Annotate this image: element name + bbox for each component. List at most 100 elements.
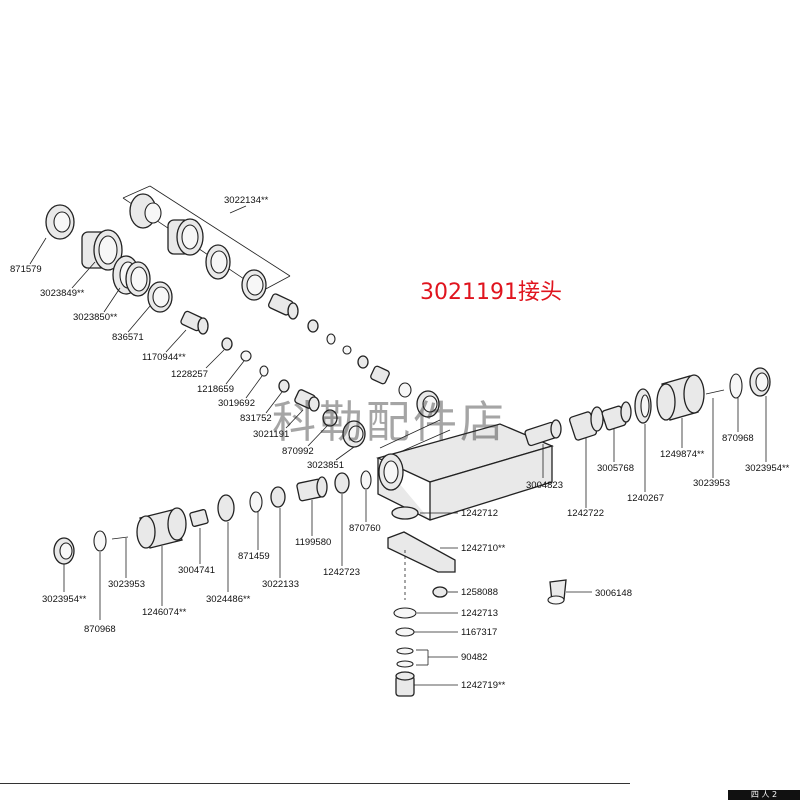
label-1242712: 1242712 xyxy=(461,508,498,519)
label-3006148: 3006148 xyxy=(595,588,632,599)
kit-seal-4 xyxy=(357,355,369,369)
part-870992 xyxy=(322,409,338,427)
label-870992: 870992 xyxy=(282,446,314,457)
part-870968 xyxy=(729,373,743,399)
label-1242722: 1242722 xyxy=(567,508,604,519)
part-3023953-pin xyxy=(705,389,725,395)
part-3019692 xyxy=(259,365,269,377)
label-1242713: 1242713 xyxy=(461,608,498,619)
label-3004741: 3004741 xyxy=(178,565,215,576)
label-1242719: 1242719** xyxy=(461,680,506,691)
kit-part-cap xyxy=(129,193,162,229)
part-1167317 xyxy=(395,627,415,637)
label-3023954: 3023954** xyxy=(745,463,790,474)
part-1242712 xyxy=(391,506,419,520)
spout-stack xyxy=(387,506,567,697)
part-836571 xyxy=(147,281,173,313)
part-3024486 xyxy=(217,494,235,522)
label-1228257: 1228257 xyxy=(171,369,208,380)
part-labels: 871579 3023849** 3023850** 836571 117094… xyxy=(10,195,790,691)
label-3022133: 3022133 xyxy=(262,579,299,590)
part-1242719 xyxy=(395,671,415,697)
part-1170944 xyxy=(180,310,209,335)
part-1242710 xyxy=(387,531,456,573)
part-870968-left xyxy=(93,530,107,552)
label-3023851: 3023851 xyxy=(307,460,344,471)
part-3004741 xyxy=(189,508,209,528)
kit-seal-2 xyxy=(326,333,336,345)
part-3023849 xyxy=(81,229,123,271)
kit-part-ring xyxy=(205,244,231,280)
part-3023850 xyxy=(112,255,151,297)
kit-washer xyxy=(398,382,412,398)
highlight-part-label: 3021191接头 xyxy=(420,280,562,305)
kit-part-small-ring xyxy=(241,269,267,301)
part-1246074 xyxy=(136,507,187,549)
part-3004823 xyxy=(524,419,562,447)
label-831752: 831752 xyxy=(240,413,272,424)
label-1167317: 1167317 xyxy=(461,627,497,638)
part-1242723 xyxy=(334,472,350,494)
label-3023850: 3023850** xyxy=(73,312,118,323)
part-1199580 xyxy=(296,476,328,502)
lower-left-assembly xyxy=(53,470,372,565)
label-3005768: 3005768 xyxy=(597,463,634,474)
label-3023849: 3023849** xyxy=(40,288,85,299)
part-3022133 xyxy=(270,486,286,508)
label-1249874: 1249874** xyxy=(660,449,705,460)
label-3023953-left: 3023953 xyxy=(108,579,145,590)
label-870968-left: 870968 xyxy=(84,624,116,635)
label-871459: 871459 xyxy=(238,551,270,562)
part-3023953-left-pin xyxy=(111,536,129,540)
part-3006148 xyxy=(547,579,567,605)
label-1242710: 1242710** xyxy=(461,543,506,554)
label-3022134: 3022134** xyxy=(224,195,269,206)
label-1246074: 1246074** xyxy=(142,607,187,618)
part-871459 xyxy=(249,491,263,513)
part-1258088 xyxy=(432,586,448,598)
part-870760 xyxy=(360,470,372,490)
part-1228257 xyxy=(221,337,233,351)
part-3005768 xyxy=(601,401,632,431)
upper-left-assembly xyxy=(45,204,366,448)
part-90482 xyxy=(396,647,429,668)
label-1240267: 1240267 xyxy=(627,493,664,504)
label-3004823: 3004823 xyxy=(526,480,563,491)
kit-part-stem xyxy=(370,365,390,385)
watermark-text: 科勒配件店 xyxy=(272,397,507,448)
label-1258088: 1258088 xyxy=(461,587,498,598)
label-3019692: 3019692 xyxy=(218,398,255,409)
part-3023954-left xyxy=(53,537,75,565)
label-3024486: 3024486** xyxy=(206,594,251,605)
label-836571: 836571 xyxy=(112,332,144,343)
kit-3022134 xyxy=(122,185,440,418)
leader-lines xyxy=(29,205,767,686)
part-831752 xyxy=(278,379,290,393)
part-1218659 xyxy=(240,350,252,362)
label-3023953: 3023953 xyxy=(693,478,730,489)
label-90482: 90482 xyxy=(461,652,487,663)
label-3023954-left: 3023954** xyxy=(42,594,87,605)
label-870760: 870760 xyxy=(349,523,381,534)
kit-part-end-ring xyxy=(416,390,440,418)
kit-part-large-ring xyxy=(167,218,204,256)
label-871579: 871579 xyxy=(10,264,42,275)
part-3023954 xyxy=(749,367,771,397)
label-3021191: 3021191 xyxy=(253,429,289,440)
kit-seal-1 xyxy=(307,319,319,333)
kit-part-cylinder xyxy=(267,293,299,320)
part-1242713 xyxy=(393,607,417,619)
label-1199580: 1199580 xyxy=(295,537,331,548)
part-1249874 xyxy=(656,374,705,421)
label-870968: 870968 xyxy=(722,433,754,444)
part-871579 xyxy=(45,204,75,240)
part-1242722 xyxy=(568,406,604,441)
right-assembly xyxy=(524,367,771,447)
kit-seal-3 xyxy=(342,345,352,355)
label-1218659: 1218659 xyxy=(197,384,234,395)
part-1240267 xyxy=(634,388,652,424)
corner-tab: 四 人 2 xyxy=(728,790,800,800)
mixer-body xyxy=(376,419,554,521)
label-1170944: 1170944** xyxy=(142,352,186,363)
